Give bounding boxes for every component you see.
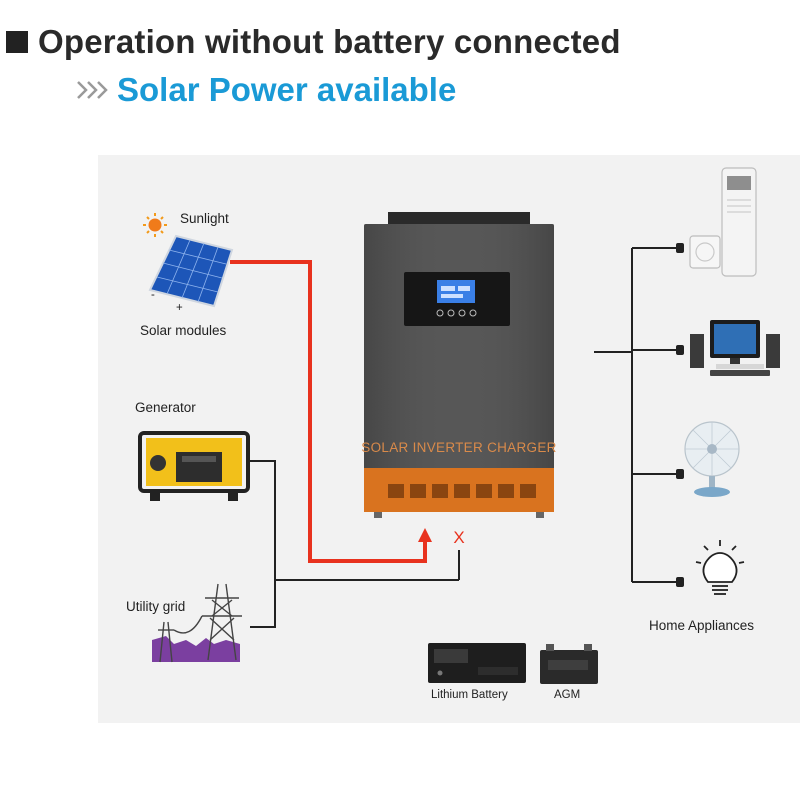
- utility-grid-label: Utility grid: [126, 599, 186, 614]
- inverter-label: SOLAR INVERTER CHARGER: [361, 440, 556, 455]
- ac-input-lines: [250, 460, 460, 628]
- triple-chevron-icon: [77, 81, 108, 99]
- output-bus-line: [594, 247, 678, 583]
- plug-icon: [676, 345, 684, 355]
- agm-battery-icon: [540, 644, 598, 684]
- fan-icon: [684, 421, 740, 497]
- plug-icons: [676, 243, 684, 587]
- plug-icon: [676, 243, 684, 253]
- agm-label: AGM: [554, 689, 581, 701]
- air-conditioner-icon: [689, 167, 757, 277]
- sunlight-label: Sunlight: [180, 211, 229, 226]
- sun-icon: [143, 213, 167, 237]
- page-title: Operation without battery connected: [38, 23, 621, 60]
- disconnected-mark: X: [453, 528, 464, 547]
- lithium-battery-icon: [428, 643, 526, 683]
- title-row: Operation without battery connected: [6, 22, 621, 62]
- page-subtitle: Solar Power available: [117, 71, 457, 108]
- lithium-battery-label: Lithium Battery: [431, 689, 508, 701]
- generator-icon: [138, 431, 250, 501]
- solar-modules-label: Solar modules: [140, 323, 227, 338]
- panel-plus-label: +: [176, 302, 183, 314]
- subtitle-row: Solar Power available: [75, 70, 456, 110]
- plug-icon: [676, 469, 684, 479]
- solar-panel-icon: [148, 234, 234, 308]
- utility-grid-icon: [152, 583, 242, 663]
- generator-label: Generator: [135, 400, 196, 415]
- home-appliances-label: Home Appliances: [649, 618, 755, 633]
- plug-icon: [676, 577, 684, 587]
- title-bullet-icon: [6, 31, 28, 53]
- light-bulb-icon: [695, 540, 745, 595]
- arrow-up-icon: [418, 528, 432, 542]
- panel-minus-label: -: [151, 289, 155, 301]
- solar-inverter-charger: [364, 212, 554, 518]
- computer-icon: [690, 320, 780, 376]
- lcd-screen: [437, 280, 475, 303]
- solar-power-line: [230, 260, 432, 563]
